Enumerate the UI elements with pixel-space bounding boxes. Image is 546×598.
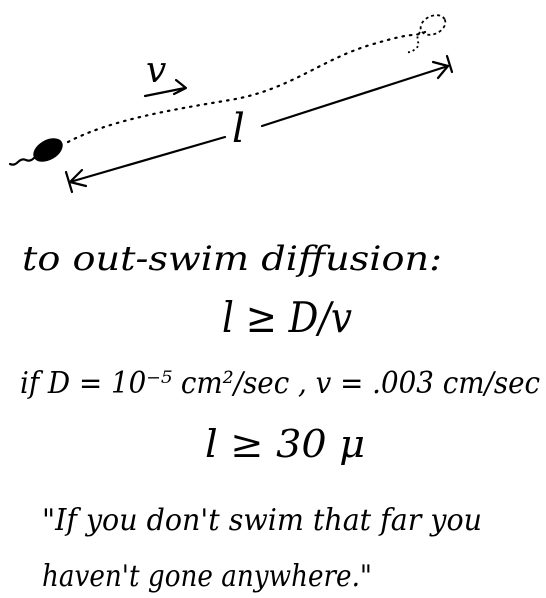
length-arrow: [64, 54, 454, 194]
quote-line-2: haven't gone anywhere.": [42, 559, 372, 594]
swim-path: [66, 30, 427, 144]
bacterium-end: [405, 14, 447, 54]
length-label: l: [232, 106, 245, 152]
heading: to out-swim diffusion:: [22, 239, 442, 279]
quote-line-1: "If you don't swim that far you: [42, 503, 482, 538]
parameters-line: if D = 10⁻⁵ cm²/sec , v = .003 cm/sec: [20, 366, 540, 401]
bacterium-start: [8, 138, 63, 166]
velocity-label: v: [146, 50, 166, 91]
velocity-arrow: [143, 78, 188, 98]
condition-formula: l ≥ D/v: [222, 293, 352, 342]
result-formula: l ≥ 30 μ: [205, 422, 365, 466]
